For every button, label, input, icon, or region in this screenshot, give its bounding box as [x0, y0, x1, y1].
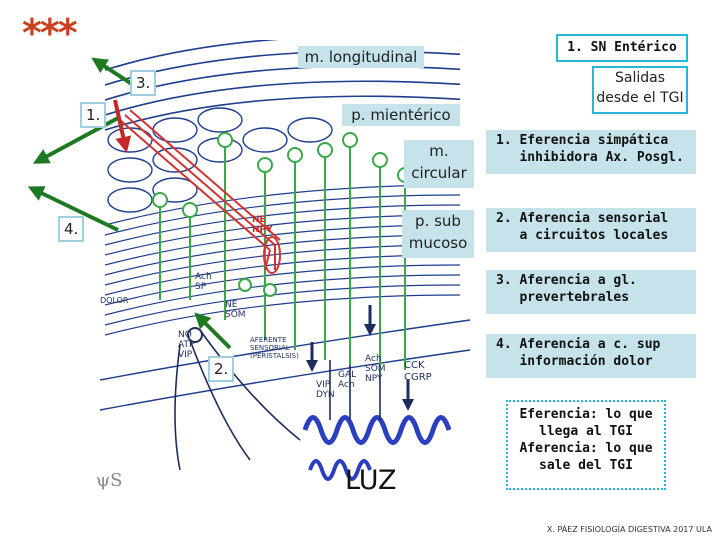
efferent-afferent-definitions: Eferencia: lo que llega al TGI Aferencia… [506, 400, 666, 490]
number-3: 3. [130, 70, 157, 96]
number-2: 2. [208, 356, 235, 382]
label-no-atp-vip: NO ATP VIP [178, 330, 195, 360]
mucosa-villi-lower [308, 459, 372, 481]
neuron-cell-bodies [152, 132, 413, 297]
signature: ψS [96, 470, 123, 491]
sympathetic-varicosity [263, 236, 281, 274]
item-2-sensory-afferent: 2. Aferencia sensorial a circuitos local… [486, 208, 696, 252]
label-gal-ach: GAL Ach [338, 370, 357, 390]
label-aferente-sensorial: AFERENTE SENSORIAL (PERISTALSIS) [250, 336, 299, 360]
sympathetic-fibers [119, 109, 281, 271]
enteric-neurons [159, 140, 406, 370]
title-enteric-ns: 1. SN Entérico [556, 34, 688, 62]
item-1-sympathetic-efferent: 1. Eferencia simpática inhibidora Ax. Po… [486, 130, 696, 174]
item-4-spinal-cord-pain: 4. Aferencia a c. sup información dolor [486, 334, 696, 378]
label-ach-sp: Ach SP [195, 272, 212, 292]
number-4: 4. [58, 216, 85, 242]
label-vip-dyn: VIP DYN [316, 380, 335, 400]
label-ne-som: NE SOM [225, 300, 246, 320]
mucosa-villi [302, 415, 452, 445]
submucosa-layer [99, 319, 471, 411]
number-1: 1. [80, 102, 107, 128]
outputs-from-gi-tract: Salidas desde el TGI [592, 66, 688, 114]
arrow-2 [194, 312, 232, 350]
label-circular-muscle: m. circular [404, 140, 474, 188]
sensory-afferents [174, 329, 381, 471]
label-myenteric-plexus: p. mientérico [342, 104, 460, 126]
label-dolor: DOLOR [100, 296, 129, 305]
label-ach-som-npy: Ach SOM NPY [365, 354, 386, 384]
arrow-4 [27, 186, 119, 232]
label-ne-npy: NE NPY [252, 215, 273, 235]
label-longitudinal-muscle: m. longitudinal [298, 46, 424, 68]
label-cck-cgrp: CCK CGRP [404, 360, 432, 383]
highlight-stars: *** [22, 11, 78, 55]
item-3-prevertebral-ganglia: 3. Aferencia a gl. prevertebrales [486, 270, 696, 314]
label-submucosal-plexus: p. sub mucoso [402, 210, 474, 258]
lumen-label: LUZ [345, 465, 397, 496]
footer-credit: X. PÁEZ FISIOLOGÍA DIGESTIVA 2017 ULA [546, 525, 712, 534]
arrow-1-red [113, 99, 132, 153]
